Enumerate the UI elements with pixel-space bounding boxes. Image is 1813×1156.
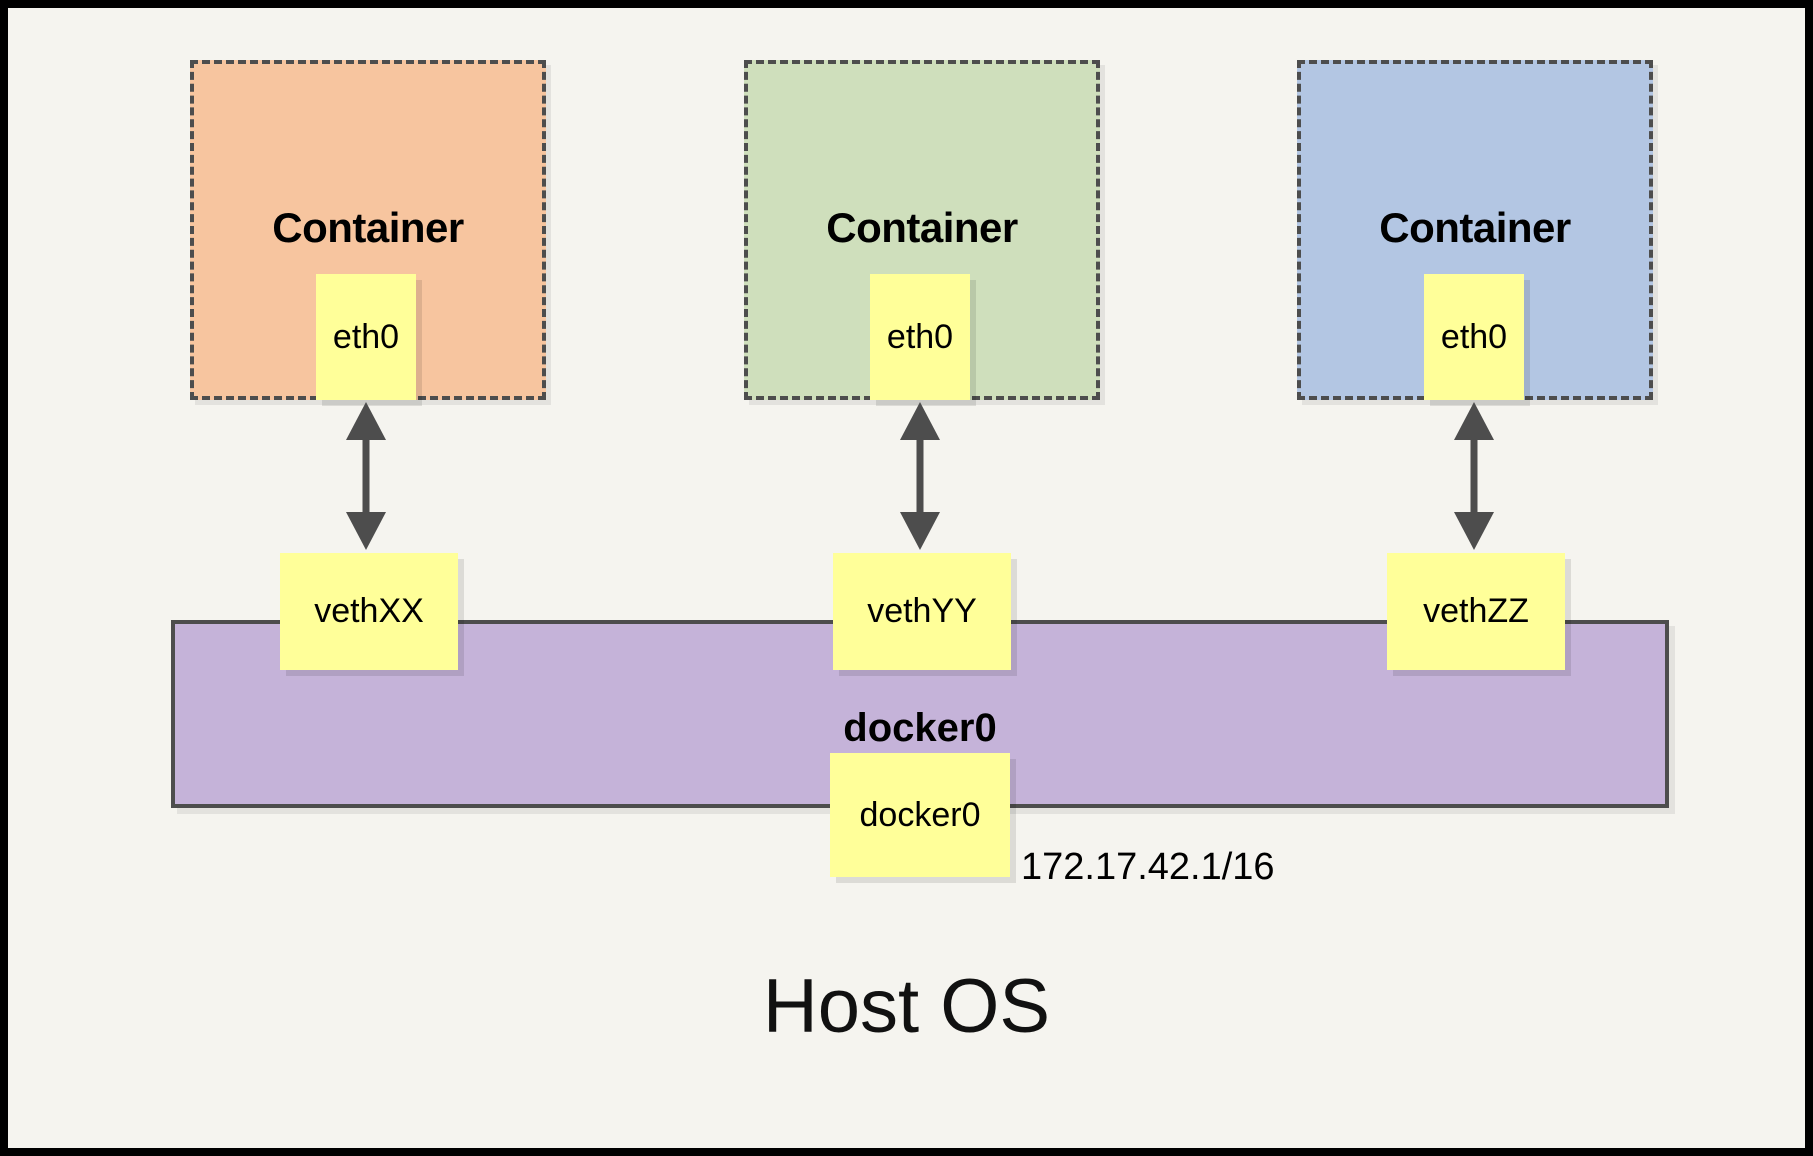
veth-box-2: vethYY [833,553,1011,670]
link-arrow-3 [1454,402,1494,550]
bridge-ip-label: 172.17.42.1/16 [1021,846,1275,888]
docker0-interface-label: docker0 [859,795,981,834]
link-arrow-1 [346,402,386,550]
veth-label-3: vethZZ [1423,592,1529,630]
docker0-interface-box: docker0 [830,753,1010,877]
host-os-label: Host OS [762,964,1051,1049]
veth-box-1: vethXX [280,553,458,670]
eth0-box-2: eth0 [870,274,970,400]
veth-label-1: vethXX [314,592,424,630]
eth0-label-2: eth0 [886,317,954,356]
docker0-bar-label: docker0 [843,706,997,750]
eth0-label-3: eth0 [1440,317,1508,356]
container-title-3: Container [1379,204,1571,251]
container-title-2: Container [826,204,1018,251]
eth0-box-1: eth0 [316,274,416,400]
link-arrow-2 [900,402,940,550]
veth-label-2: vethYY [867,592,977,630]
container-title-1: Container [272,204,464,251]
eth0-label-1: eth0 [332,317,400,356]
veth-box-3: vethZZ [1387,553,1565,670]
eth0-box-3: eth0 [1424,274,1524,400]
